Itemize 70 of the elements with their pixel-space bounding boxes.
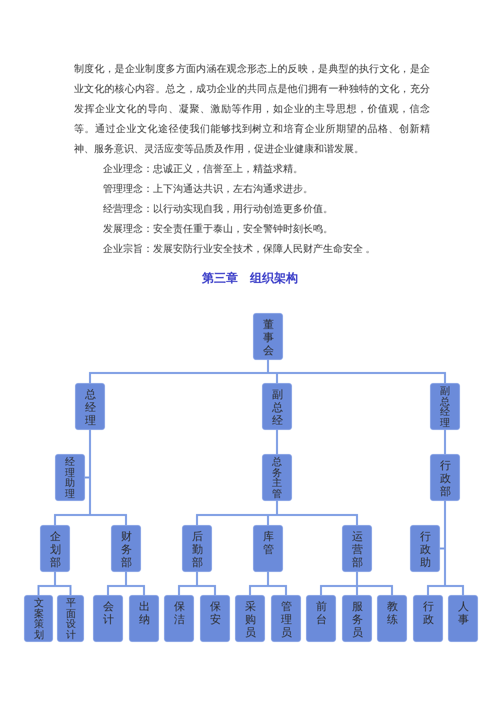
position-box <box>129 595 159 642</box>
position-label: 企划部 <box>50 531 61 570</box>
position-label: 保安 <box>210 601 221 627</box>
position-box <box>271 595 301 642</box>
position-label: 副总经理 <box>440 387 450 429</box>
position-box <box>253 525 283 572</box>
chapter-title: 第三章 组织架构 <box>202 270 298 286</box>
position-label: 经理助理 <box>65 458 75 500</box>
position-label: 教练 <box>387 601 398 627</box>
position-label: 库管 <box>263 531 274 557</box>
position-box <box>164 595 194 642</box>
position-label: 行政助 <box>420 531 431 570</box>
position-label: 人事 <box>458 601 469 627</box>
position-box <box>93 595 123 642</box>
position-label: 运营部 <box>352 531 363 570</box>
position-label: 总经理 <box>85 389 96 428</box>
position-label: 总务主管 <box>272 458 282 500</box>
position-box <box>182 525 212 572</box>
position-box <box>75 383 105 430</box>
body-paragraph: 制度化，是企业制度多方面内涵在观念形态上的反映，是典型的执行文化，是企业文化的核心内容。总之，成功企业的共同点是他们拥有一种独特的文化，充分发挥企业文化的导向、凝聚、激励等作用，如企业的主导思想，价值观，信念等。通过企业文化途径使我们能够找到树立和培育企业所期望的品格、创新精神、服务意识、灵活应变等品质及作用，促进企业健康和谐发展。 <box>74 62 430 157</box>
connector-line <box>267 572 287 595</box>
position-box <box>306 595 336 642</box>
position-label: 文案策划 <box>34 599 44 641</box>
position-label: 后勤部 <box>192 531 203 570</box>
position-box <box>342 525 372 572</box>
position-box <box>24 595 53 642</box>
position-box <box>448 595 478 642</box>
position-label: 出纳 <box>139 601 150 627</box>
connector-line <box>444 430 446 454</box>
position-box <box>430 383 460 430</box>
position-box <box>377 595 407 642</box>
position-label: 行政部 <box>440 460 451 499</box>
position-box <box>235 595 265 642</box>
connector-line <box>125 572 145 595</box>
position-label: 服务员 <box>352 601 363 640</box>
position-box <box>40 525 70 572</box>
position-label: 董事会 <box>263 319 274 358</box>
motto-line: 企业宗旨：发展安防行业安全技术，保障人民财产生命安全 。 <box>103 242 376 257</box>
motto-line: 管理理念：上下沟通达共识，左右沟通求进步。 <box>103 182 314 197</box>
position-label: 管理员 <box>281 601 292 640</box>
connector-line <box>356 572 393 595</box>
position-box <box>253 313 283 360</box>
connector-line <box>276 430 278 454</box>
connector-line <box>89 430 127 525</box>
position-box <box>200 595 230 642</box>
position-label: 采购员 <box>245 601 256 640</box>
position-label: 会计 <box>103 601 114 627</box>
position-box <box>55 454 85 501</box>
connector-line <box>196 572 216 595</box>
connector-line <box>54 572 72 595</box>
position-box <box>111 525 141 572</box>
position-box <box>57 595 84 642</box>
connector-line <box>267 360 446 383</box>
position-label: 平面设计 <box>66 599 76 641</box>
position-box <box>262 454 292 501</box>
position-label: 财务部 <box>121 531 132 570</box>
motto-line: 经营理念：以行动实现自我，用行动创造更多价值。 <box>103 202 334 217</box>
position-box <box>413 595 443 642</box>
position-box <box>262 383 292 430</box>
position-box <box>342 595 372 642</box>
position-label: 副总经 <box>272 389 283 428</box>
position-label: 前台 <box>316 601 327 627</box>
motto-line: 发展理念：安全责任重于泰山，安全警钟时刻长鸣。 <box>103 222 334 237</box>
position-box <box>410 525 440 572</box>
connector-line <box>444 501 464 595</box>
position-box <box>430 454 460 501</box>
position-label: 保洁 <box>174 601 185 627</box>
motto-line: 企业理念：忠诚正义，信誉至上，精益求精。 <box>103 162 304 177</box>
position-label: 行政 <box>423 601 434 627</box>
connector-line <box>276 501 358 525</box>
